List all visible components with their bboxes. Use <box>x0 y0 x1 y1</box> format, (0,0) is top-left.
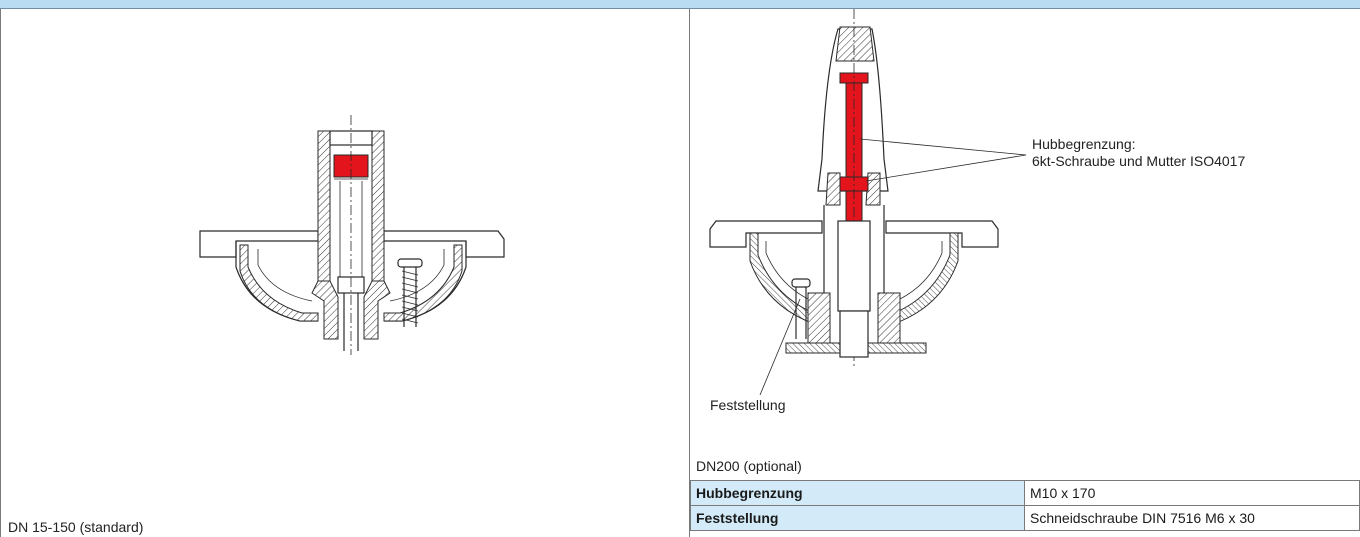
left-panel: DN 15-150 (standard) <box>0 9 689 537</box>
caption-dn200: DN200 (optional) <box>696 458 802 474</box>
panel-divider <box>689 9 690 537</box>
drawing-dn200 <box>709 9 1027 396</box>
spec-value: Schneidschraube DIN 7516 M6 x 30 <box>1024 505 1360 531</box>
spec-value: M10 x 170 <box>1024 480 1360 506</box>
right-panel: DN200 (optional) <box>690 9 1360 537</box>
callout-stroke-detail: 6kt-Schraube und Mutter ISO4017 <box>1032 153 1246 169</box>
spec-key: Hubbegrenzung <box>690 480 1025 506</box>
content-frame <box>0 9 1360 537</box>
spec-key: Feststellung <box>690 505 1025 531</box>
callout-fixing: Feststellung <box>710 397 786 413</box>
table-row: Feststellung Schneidschraube DIN 7516 M6… <box>690 505 1360 531</box>
spec-table: Hubbegrenzung M10 x 170 Feststellung Sch… <box>690 480 1360 531</box>
drawing-dn15-150 <box>199 115 505 355</box>
caption-dn15-150: DN 15-150 (standard) <box>8 519 144 535</box>
table-row: Hubbegrenzung M10 x 170 <box>690 480 1360 506</box>
callout-stroke-limit: Hubbegrenzung: 6kt-Schraube und Mutter I… <box>1032 136 1245 170</box>
callout-stroke-title: Hubbegrenzung: <box>1032 136 1136 152</box>
header-bar <box>0 0 1360 9</box>
